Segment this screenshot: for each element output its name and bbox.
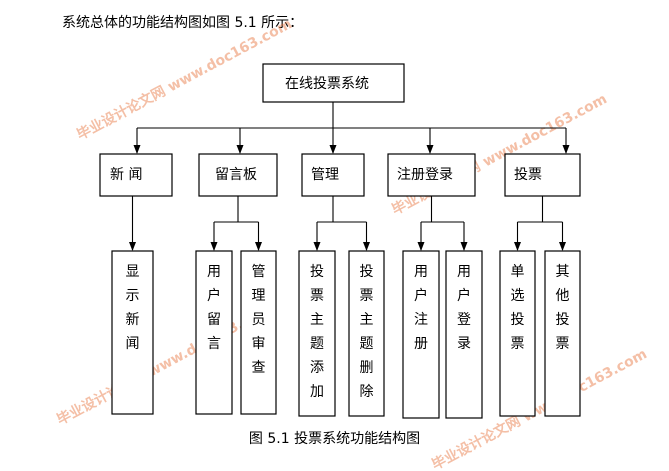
intro-text: 系统总体的功能结构图如图 5.1 所示： bbox=[62, 15, 304, 31]
leaf-label: 用户登录 bbox=[457, 264, 471, 352]
watermark-stamp: 毕业设计论文网 www.doc163.com bbox=[74, 15, 295, 143]
module-label: 留言板 bbox=[215, 167, 257, 183]
arrow-head bbox=[363, 242, 370, 251]
diagram-edges bbox=[129, 102, 570, 251]
arrow-head bbox=[417, 242, 425, 251]
arrow-head bbox=[514, 242, 521, 251]
root-label: 在线投票系统 bbox=[285, 76, 369, 92]
leaf-node bbox=[544, 250, 581, 417]
module-node bbox=[387, 153, 476, 197]
leaf-label: 投票主题添加 bbox=[310, 264, 324, 400]
leaf-node bbox=[445, 250, 483, 419]
leaf-node bbox=[402, 250, 440, 419]
leaf-label: 管理员审查 bbox=[252, 264, 266, 376]
leaf-node bbox=[111, 250, 154, 415]
arrow-head bbox=[329, 145, 337, 154]
arrow-head bbox=[559, 242, 566, 251]
arrow-head bbox=[562, 145, 570, 154]
arrow-head bbox=[255, 242, 262, 251]
arrow-head bbox=[133, 145, 141, 154]
leaf-label: 用户留言 bbox=[207, 264, 221, 352]
arrow-head bbox=[210, 242, 218, 251]
leaf-label: 用户注册 bbox=[414, 264, 428, 352]
leaf-label: 显示新闻 bbox=[126, 264, 140, 352]
module-label: 投票 bbox=[514, 167, 542, 183]
module-node bbox=[198, 153, 278, 197]
module-node bbox=[504, 153, 581, 197]
leaf-node bbox=[195, 250, 233, 415]
arrow-head bbox=[313, 242, 321, 251]
module-label: 新 闻 bbox=[110, 167, 142, 183]
arrow-head bbox=[236, 145, 244, 154]
figure-caption: 图 5.1 投票系统功能结构图 bbox=[248, 431, 421, 447]
leaf-label: 单选投票 bbox=[511, 264, 525, 352]
leaf-label: 其他投票 bbox=[556, 264, 570, 352]
arrow-head bbox=[129, 242, 136, 251]
module-node bbox=[99, 153, 173, 197]
module-node bbox=[301, 153, 365, 197]
leaf-node bbox=[348, 250, 385, 417]
leaf-node bbox=[298, 250, 336, 417]
leaf-node bbox=[499, 250, 536, 417]
arrow-head bbox=[426, 145, 434, 154]
arrow-head bbox=[460, 242, 468, 251]
module-label: 注册登录 bbox=[397, 167, 453, 183]
leaf-node bbox=[240, 250, 277, 415]
leaf-label: 投票主题删除 bbox=[360, 264, 374, 400]
root-node bbox=[262, 63, 405, 103]
module-label: 管理 bbox=[311, 167, 339, 183]
